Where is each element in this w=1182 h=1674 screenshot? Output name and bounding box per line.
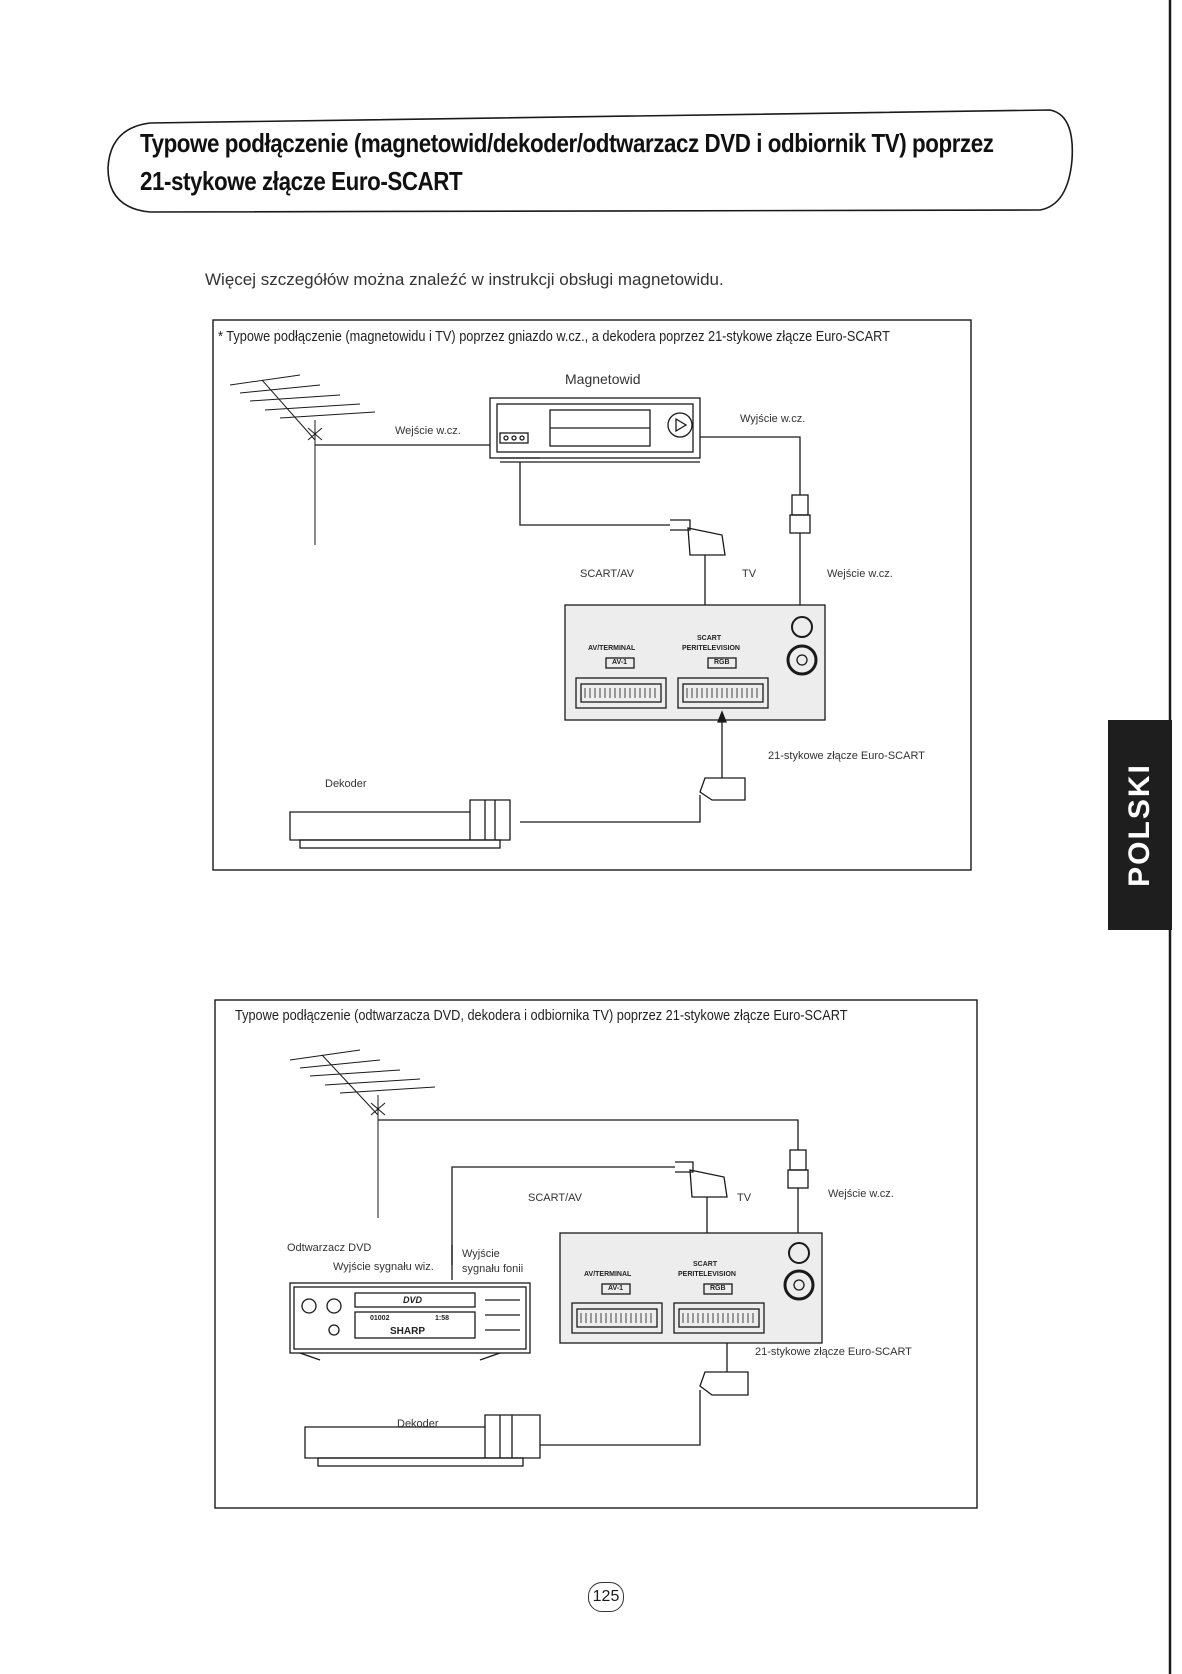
vcr-icon [489, 397, 701, 463]
scart-plug-icon [699, 1371, 749, 1396]
antenna-icon [289, 1049, 436, 1218]
panel-av1: AV-1 [608, 1285, 624, 1292]
scart-plug-icon [699, 777, 746, 801]
decoder-icon [304, 1414, 541, 1467]
panel-av1: AV-1 [612, 659, 628, 666]
panel-rgb: RGB [710, 1285, 726, 1292]
page-number: 125 [588, 1582, 624, 1612]
language-tab: POLSKI [1108, 720, 1172, 930]
page-title-line2: 21-stykowe złącze Euro-SCART [140, 166, 463, 196]
decoder-label: Dekoder [397, 1418, 439, 1430]
panel-scart: SCART [693, 1261, 718, 1268]
rf-in-label: Wejście w.cz. [395, 425, 461, 437]
dvd-logo: DVD [403, 1295, 423, 1305]
intro-text: Więcej szczegółów można znaleźć w instru… [205, 270, 724, 289]
tv-rear-panel [559, 1232, 823, 1344]
panel-peritelevision: PERITELEVISION [678, 1271, 736, 1278]
panel-peritelevision: PERITELEVISION [682, 645, 740, 652]
dvd-player-icon [289, 1282, 531, 1361]
vcr-label: Magnetowid [565, 371, 641, 387]
audio-out-label-1: Wyjście [462, 1248, 500, 1260]
diagram1-caption: * Typowe podłączenie (magnetowidu i TV) … [218, 328, 890, 345]
caption-text: Typowe podłączenie (magnetowidu i TV) po… [226, 328, 890, 345]
panel-rgb: RGB [714, 659, 730, 666]
dvd-player-label: Odtwarzacz DVD [287, 1242, 372, 1254]
rf-plug-icon [787, 1149, 809, 1245]
decoder-label: Dekoder [325, 778, 367, 790]
scart-pins [580, 1313, 754, 1323]
audio-out-label-2: sygnału fonii [462, 1263, 524, 1275]
display-time: 1:58 [435, 1315, 450, 1322]
scart-av-label: SCART/AV [580, 568, 634, 580]
diagram1-frame [212, 319, 972, 871]
tv-rear-panel [564, 604, 826, 721]
scart-pins [584, 688, 758, 698]
decoder-icon [289, 799, 511, 849]
language-tab-label: POLSKI [1123, 763, 1156, 887]
panel-scart: SCART [697, 635, 722, 642]
tv-label: TV [737, 1192, 752, 1204]
diagram2-caption: Typowe podłączenie (odtwarzacza DVD, dek… [235, 1007, 848, 1024]
brand-logo: SHARP [390, 1326, 426, 1337]
display-counter: 01002 [370, 1315, 390, 1322]
euro-scart-label: 21-stykowe złącze Euro-SCART [755, 1346, 912, 1358]
heading-frame [107, 109, 1074, 213]
diagram2-frame [214, 999, 978, 1509]
panel-av-terminal: AV/TERMINAL [588, 645, 636, 652]
euro-scart-label: 21-stykowe złącze Euro-SCART [768, 750, 925, 762]
panel-av-terminal: AV/TERMINAL [584, 1271, 632, 1278]
caption-mark: * [218, 328, 223, 345]
tv-rf-in-label: Wejście w.cz. [827, 568, 893, 580]
antenna-icon [229, 374, 376, 545]
scart-av-label: SCART/AV [528, 1192, 582, 1204]
rf-out-label: Wyjście w.cz. [740, 413, 806, 425]
rf-plug-icon [789, 494, 811, 622]
tv-label: TV [742, 568, 757, 580]
video-out-label: Wyjście sygnału wiz. [333, 1261, 434, 1273]
page-title-line1: Typowe podłączenie (magnetowid/dekoder/o… [140, 128, 994, 158]
tv-rf-in-label: Wejście w.cz. [828, 1188, 894, 1200]
